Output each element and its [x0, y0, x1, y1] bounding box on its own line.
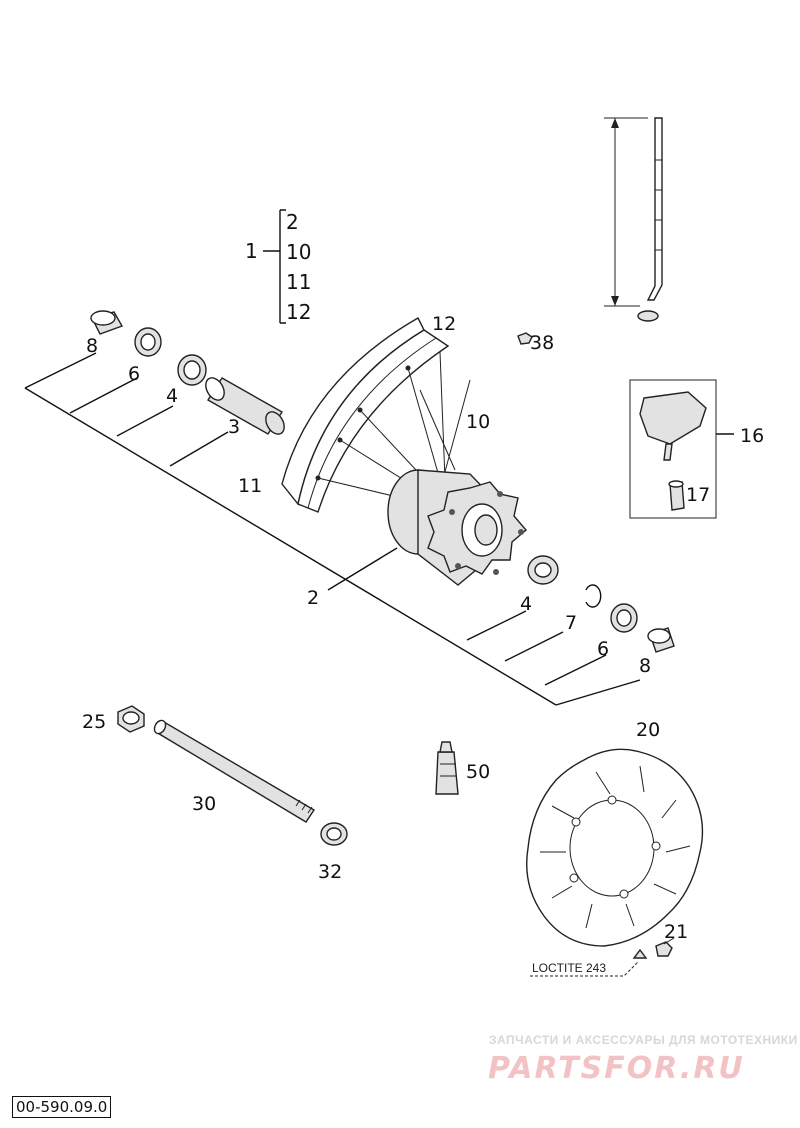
- part-label-17: 17: [686, 484, 710, 506]
- watermark-tagline: ЗАПЧАСТИ И АКСЕССУАРЫ ДЛЯ МОТОТЕХНИКИ: [489, 1033, 798, 1047]
- part-label-50: 50: [466, 761, 490, 783]
- axle-nut: [117, 705, 145, 733]
- part-label-8-left: 8: [86, 335, 98, 357]
- loctite-note: LOCTITE 243: [530, 961, 639, 977]
- part-label-7: 7: [565, 612, 577, 634]
- bearing-left: [177, 354, 207, 386]
- part-label-21: 21: [664, 921, 688, 943]
- part-label-6-right: 6: [597, 638, 609, 660]
- part-label-16: 16: [740, 425, 764, 447]
- disc-bolt: [632, 937, 675, 959]
- part-label-8-right: 8: [639, 655, 651, 677]
- wheel-hub: [387, 469, 527, 586]
- part-label-25: 25: [82, 711, 106, 733]
- part-label-11: 11: [238, 475, 262, 497]
- front-axle: [153, 719, 315, 823]
- bom-parent-label: 1: [245, 239, 258, 263]
- bom-child-label: 2: [286, 210, 299, 234]
- shaft-seal-left: [134, 327, 162, 357]
- wheel-spokes: [317, 351, 471, 501]
- seal-ring-right: [647, 627, 675, 653]
- part-label-32: 32: [318, 861, 342, 883]
- part-label-4-right: 4: [520, 593, 532, 615]
- part-label-4-left: 4: [166, 385, 178, 407]
- assembly-leaders-left: [24, 352, 641, 706]
- spacer-tube: [205, 377, 285, 435]
- drawing-code: 00-590.09.0: [12, 1096, 112, 1118]
- part-label-2: 2: [307, 587, 319, 609]
- grease-tube: [435, 741, 459, 795]
- bom-child-label: 10: [286, 240, 311, 264]
- bom-group: 1 2 10 11 12: [245, 209, 311, 324]
- part-label-12: 12: [432, 313, 456, 335]
- spoke-drawing: [604, 117, 663, 322]
- valve-box: [629, 379, 734, 519]
- circlip: [585, 584, 602, 608]
- part-label-38: 38: [530, 332, 554, 354]
- loctite-label: LOCTITE 243: [532, 961, 606, 975]
- bearing-right: [527, 555, 559, 585]
- bom-child-label: 11: [286, 270, 311, 294]
- part-label-30: 30: [192, 793, 216, 815]
- brake-disc: [526, 748, 704, 947]
- part-labels: 8 6 4 3 11 12 10 38 16 17 2 4 7 6 8 25 2…: [82, 313, 764, 943]
- watermark: ЗАПЧАСТИ И АКСЕССУАРЫ ДЛЯ МОТОТЕХНИКИ PA…: [488, 1033, 798, 1086]
- wheel-rim: [281, 317, 450, 513]
- part-label-20: 20: [636, 719, 660, 741]
- bom-child-label: 12: [286, 300, 311, 324]
- spoke-nipple: [517, 332, 533, 345]
- seal-ring-left: [90, 310, 124, 335]
- watermark-logo: PARTSFOR.RU: [488, 1051, 745, 1086]
- part-label-6-left: 6: [128, 363, 140, 385]
- part-label-3: 3: [228, 416, 240, 438]
- axle-spacer: [320, 822, 348, 846]
- shaft-seal-right: [610, 603, 638, 633]
- part-label-10: 10: [466, 411, 490, 433]
